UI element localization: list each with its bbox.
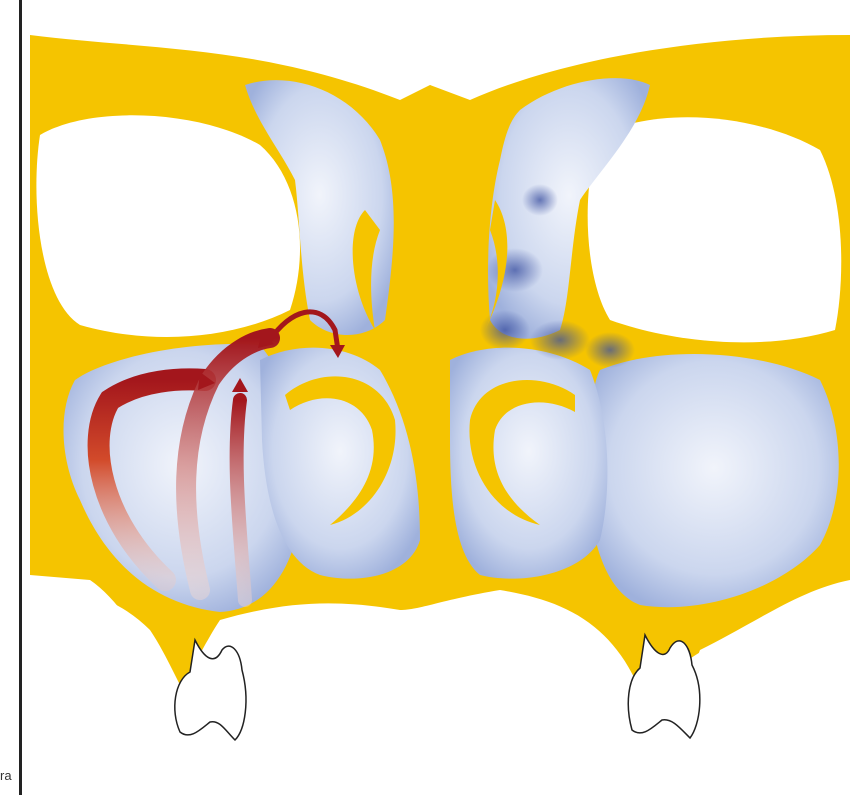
page-edge-line xyxy=(19,0,22,795)
corner-label: ra xyxy=(0,768,12,783)
congestion-spot xyxy=(480,310,530,350)
airflow-arrow-icon xyxy=(237,400,245,600)
left-orbit xyxy=(36,115,300,337)
congestion-spot xyxy=(522,184,558,216)
right-orbit xyxy=(588,117,842,342)
congestion-spot xyxy=(530,320,590,360)
congestion-spot xyxy=(487,248,543,292)
congestion-spot xyxy=(585,332,635,368)
